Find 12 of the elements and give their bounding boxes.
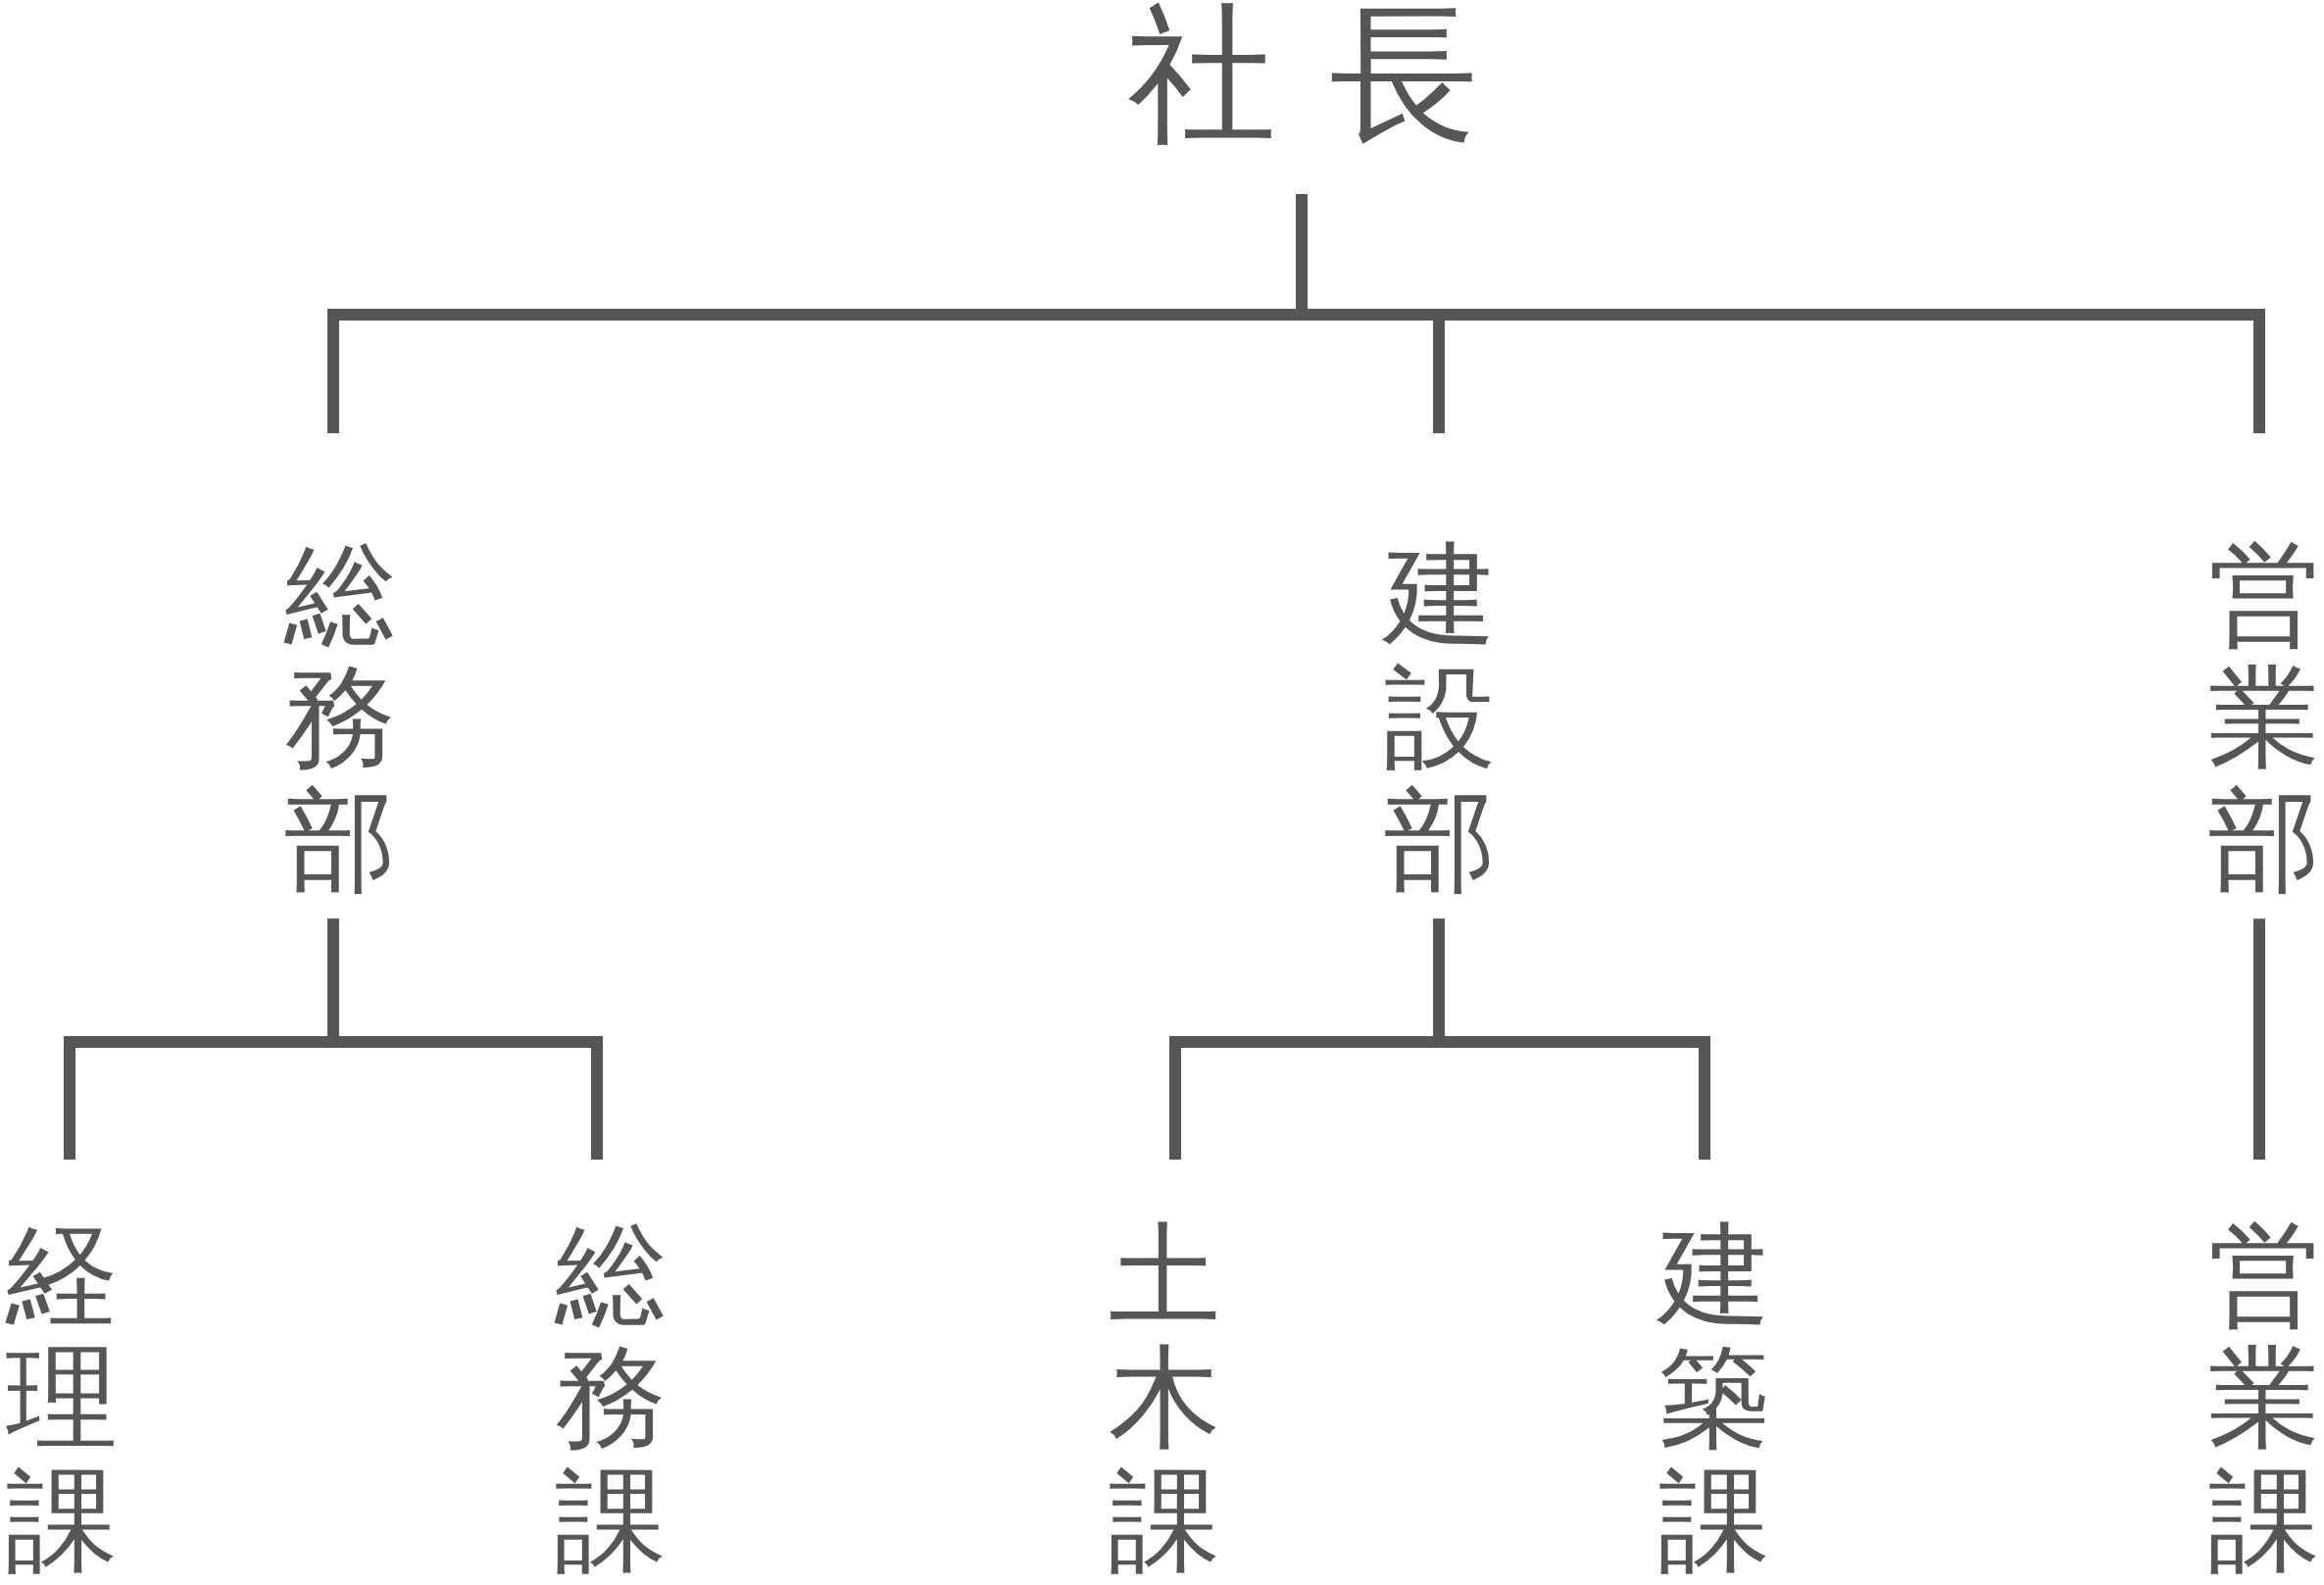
department-label: 建設部 xyxy=(1384,533,1496,903)
connector-line xyxy=(2253,918,2265,1160)
role-label: 社長 xyxy=(1127,0,1531,149)
section-label: 経理課 xyxy=(6,1214,118,1583)
section-label: 総務課 xyxy=(555,1214,667,1583)
department-label: 総務部 xyxy=(284,533,396,903)
department-label: 営業部 xyxy=(2208,533,2320,903)
section-label: 営業課 xyxy=(2208,1214,2320,1583)
section-label: 建築課 xyxy=(1658,1214,1770,1583)
connector-line xyxy=(327,918,603,1160)
connector-line xyxy=(1433,918,1710,1160)
section-label: 土木課 xyxy=(1109,1214,1220,1583)
